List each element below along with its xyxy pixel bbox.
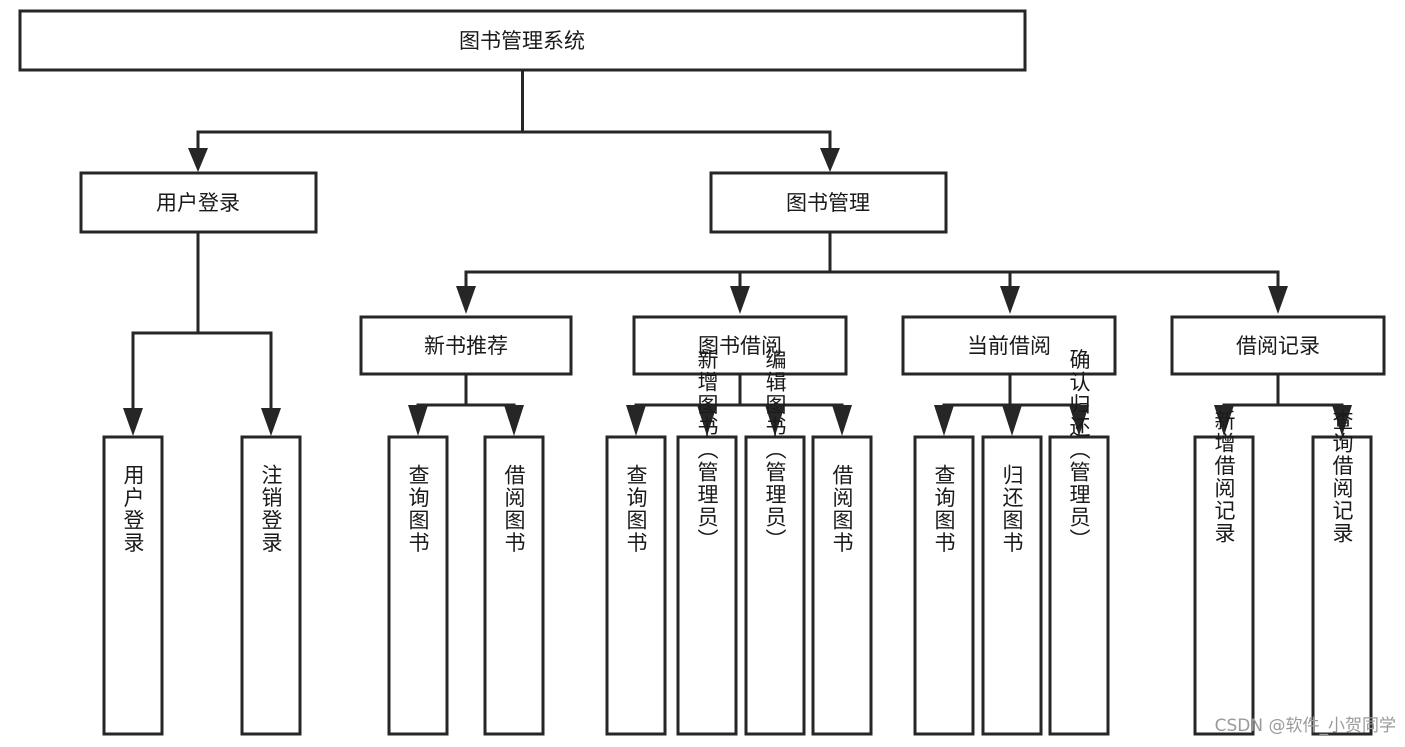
node-leaf-add-borrow-record-box[interactable] [1193, 435, 1255, 736]
node-book-management-box[interactable] [709, 171, 948, 234]
arrow-head-leaf-borrow-book-1 [504, 405, 524, 436]
node-book-management[interactable]: 图书管理 [709, 171, 948, 234]
arrow-head-book-management [820, 148, 840, 172]
node-borrow-record-label: 借阅记录 [1236, 334, 1320, 358]
node-leaf-add-borrow-record[interactable]: 新增借阅记录 [1193, 410, 1255, 736]
node-user-login-label: 用户登录 [156, 191, 240, 215]
node-leaf-return-book[interactable]: 归还图书 [981, 435, 1043, 736]
arrow-head-leaf-user-logout [261, 408, 281, 436]
node-leaf-query-book-2[interactable]: 查询图书 [605, 435, 667, 736]
node-leaf-user-login-box[interactable] [102, 435, 164, 736]
arrow-head-user-login [188, 148, 208, 172]
arrow-head-leaf-add-borrow-record [1214, 405, 1234, 436]
watermark-text: CSDN @软件_小贺同学 [1215, 716, 1396, 736]
node-leaf-add-borrow-record-label: 新增借阅记录 [1212, 410, 1236, 545]
node-leaf-confirm-return-admin-label: 确认归还（管理员） [1067, 349, 1091, 552]
node-root[interactable]: 图书管理系统 [18, 9, 1027, 72]
node-leaf-confirm-return-admin[interactable]: 确认归还（管理员） [1048, 349, 1110, 736]
node-leaf-edit-book-admin[interactable]: 编辑图书（管理员） [744, 349, 806, 736]
arrow-head-leaf-query-book-1 [408, 405, 428, 436]
node-leaf-edit-book-admin-label: 编辑图书（管理员） [763, 349, 787, 552]
node-current-borrow-label: 当前借阅 [967, 334, 1051, 358]
node-leaf-borrow-book-2-box[interactable] [811, 435, 873, 736]
node-leaf-add-book-admin[interactable]: 新增图书（管理员） [676, 349, 738, 736]
node-book-management-label: 图书管理 [786, 191, 870, 215]
arrow-head-leaf-borrow-book-2 [832, 405, 852, 436]
node-leaf-query-book-2-label: 查询图书 [624, 464, 648, 554]
connectors-layer [123, 68, 1352, 436]
node-leaf-user-logout[interactable]: 注销登录 [240, 435, 302, 736]
arrow-head-leaf-confirm-return-admin [1069, 405, 1089, 436]
node-user-login-box[interactable] [79, 171, 318, 234]
node-user-login[interactable]: 用户登录 [79, 171, 318, 234]
node-leaf-query-book-3-label: 查询图书 [932, 464, 956, 554]
node-leaf-query-book-3[interactable]: 查询图书 [913, 435, 975, 736]
arrow-head-current-borrow [1000, 286, 1020, 314]
node-new-book-recommend[interactable]: 新书推荐 [359, 315, 573, 376]
node-book-borrow[interactable]: 图书借阅 [632, 315, 848, 376]
node-leaf-borrow-book-1[interactable]: 借阅图书 [483, 435, 545, 736]
node-new-book-recommend-box[interactable] [359, 315, 573, 376]
node-root-box[interactable] [18, 9, 1027, 72]
node-leaf-add-book-admin-label: 新增图书（管理员） [695, 349, 719, 552]
node-leaf-user-logout-box[interactable] [240, 435, 302, 736]
node-borrow-record-box[interactable] [1170, 315, 1386, 376]
node-leaf-edit-book-admin-box[interactable] [744, 435, 806, 736]
arrow-head-leaf-user-login [123, 408, 143, 436]
node-leaf-return-book-box[interactable] [981, 435, 1043, 736]
node-leaf-borrow-book-2[interactable]: 借阅图书 [811, 435, 873, 736]
node-leaf-query-borrow-record-label: 查询借阅记录 [1330, 410, 1354, 545]
arrow-head-leaf-add-book-admin [697, 405, 717, 436]
node-leaf-query-book-2-box[interactable] [605, 435, 667, 736]
arrow-head-book-borrow [730, 286, 750, 314]
node-leaf-borrow-book-1-label: 借阅图书 [502, 464, 526, 554]
node-leaf-query-book-1[interactable]: 查询图书 [387, 435, 449, 736]
node-current-borrow[interactable]: 当前借阅 [901, 315, 1117, 376]
node-leaf-borrow-book-1-box[interactable] [483, 435, 545, 736]
arrow-head-leaf-query-book-3 [934, 405, 954, 436]
node-leaf-user-login-label: 用户登录 [121, 464, 145, 554]
node-leaf-add-book-admin-box[interactable] [676, 435, 738, 736]
arrow-head-leaf-query-book-2 [626, 405, 646, 436]
node-leaf-return-book-label: 归还图书 [1000, 464, 1024, 554]
node-leaf-user-login[interactable]: 用户登录 [102, 435, 164, 736]
node-book-borrow-box[interactable] [632, 315, 848, 376]
node-leaf-query-book-1-label: 查询图书 [406, 464, 430, 554]
node-book-borrow-label: 图书借阅 [698, 334, 782, 358]
node-leaf-query-borrow-record-box[interactable] [1311, 435, 1373, 736]
arrow-head-borrow-record [1268, 286, 1288, 314]
arrow-head-leaf-edit-book-admin [765, 405, 785, 436]
arrow-head-new-book-recommend [456, 286, 476, 314]
node-borrow-record[interactable]: 借阅记录 [1170, 315, 1386, 376]
node-new-book-recommend-label: 新书推荐 [424, 334, 508, 358]
node-current-borrow-box[interactable] [901, 315, 1117, 376]
node-leaf-borrow-book-2-label: 借阅图书 [830, 464, 854, 554]
node-leaf-query-book-1-box[interactable] [387, 435, 449, 736]
node-leaf-confirm-return-admin-box[interactable] [1048, 435, 1110, 736]
arrow-head-leaf-return-book [1002, 405, 1022, 436]
arrow-head-leaf-query-borrow-record [1332, 405, 1352, 436]
node-leaf-query-borrow-record[interactable]: 查询借阅记录 [1311, 410, 1373, 736]
node-leaf-user-logout-label: 注销登录 [259, 464, 283, 554]
node-leaf-query-book-3-box[interactable] [913, 435, 975, 736]
node-root-label: 图书管理系统 [459, 29, 585, 53]
